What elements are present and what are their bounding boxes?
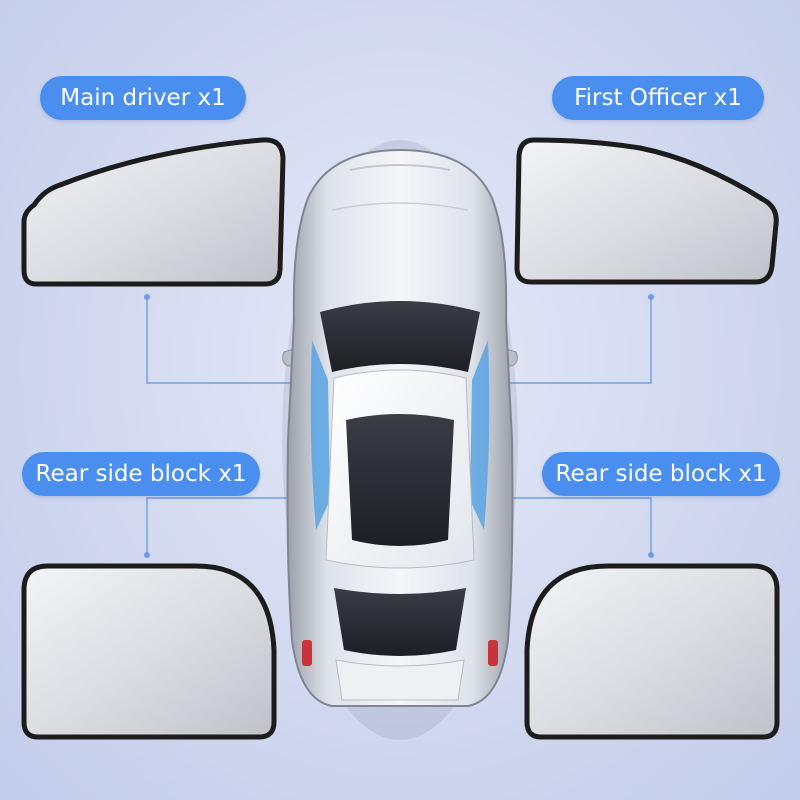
first-officer-label: First Officer x1 (552, 76, 764, 120)
front-right-sunshade-icon (514, 137, 779, 285)
connector-dots (144, 294, 654, 558)
main-driver-label: Main driver x1 (40, 76, 246, 120)
rear-right-label: Rear side block x1 (542, 452, 780, 496)
rear-left-sunshade-icon (21, 563, 277, 740)
front-left-sunshade-icon (21, 137, 286, 287)
rear-left-label: Rear side block x1 (22, 452, 260, 496)
connector-lines (146, 297, 652, 555)
car-top-view-icon (282, 140, 518, 740)
rear-right-sunshade-icon (524, 563, 780, 740)
